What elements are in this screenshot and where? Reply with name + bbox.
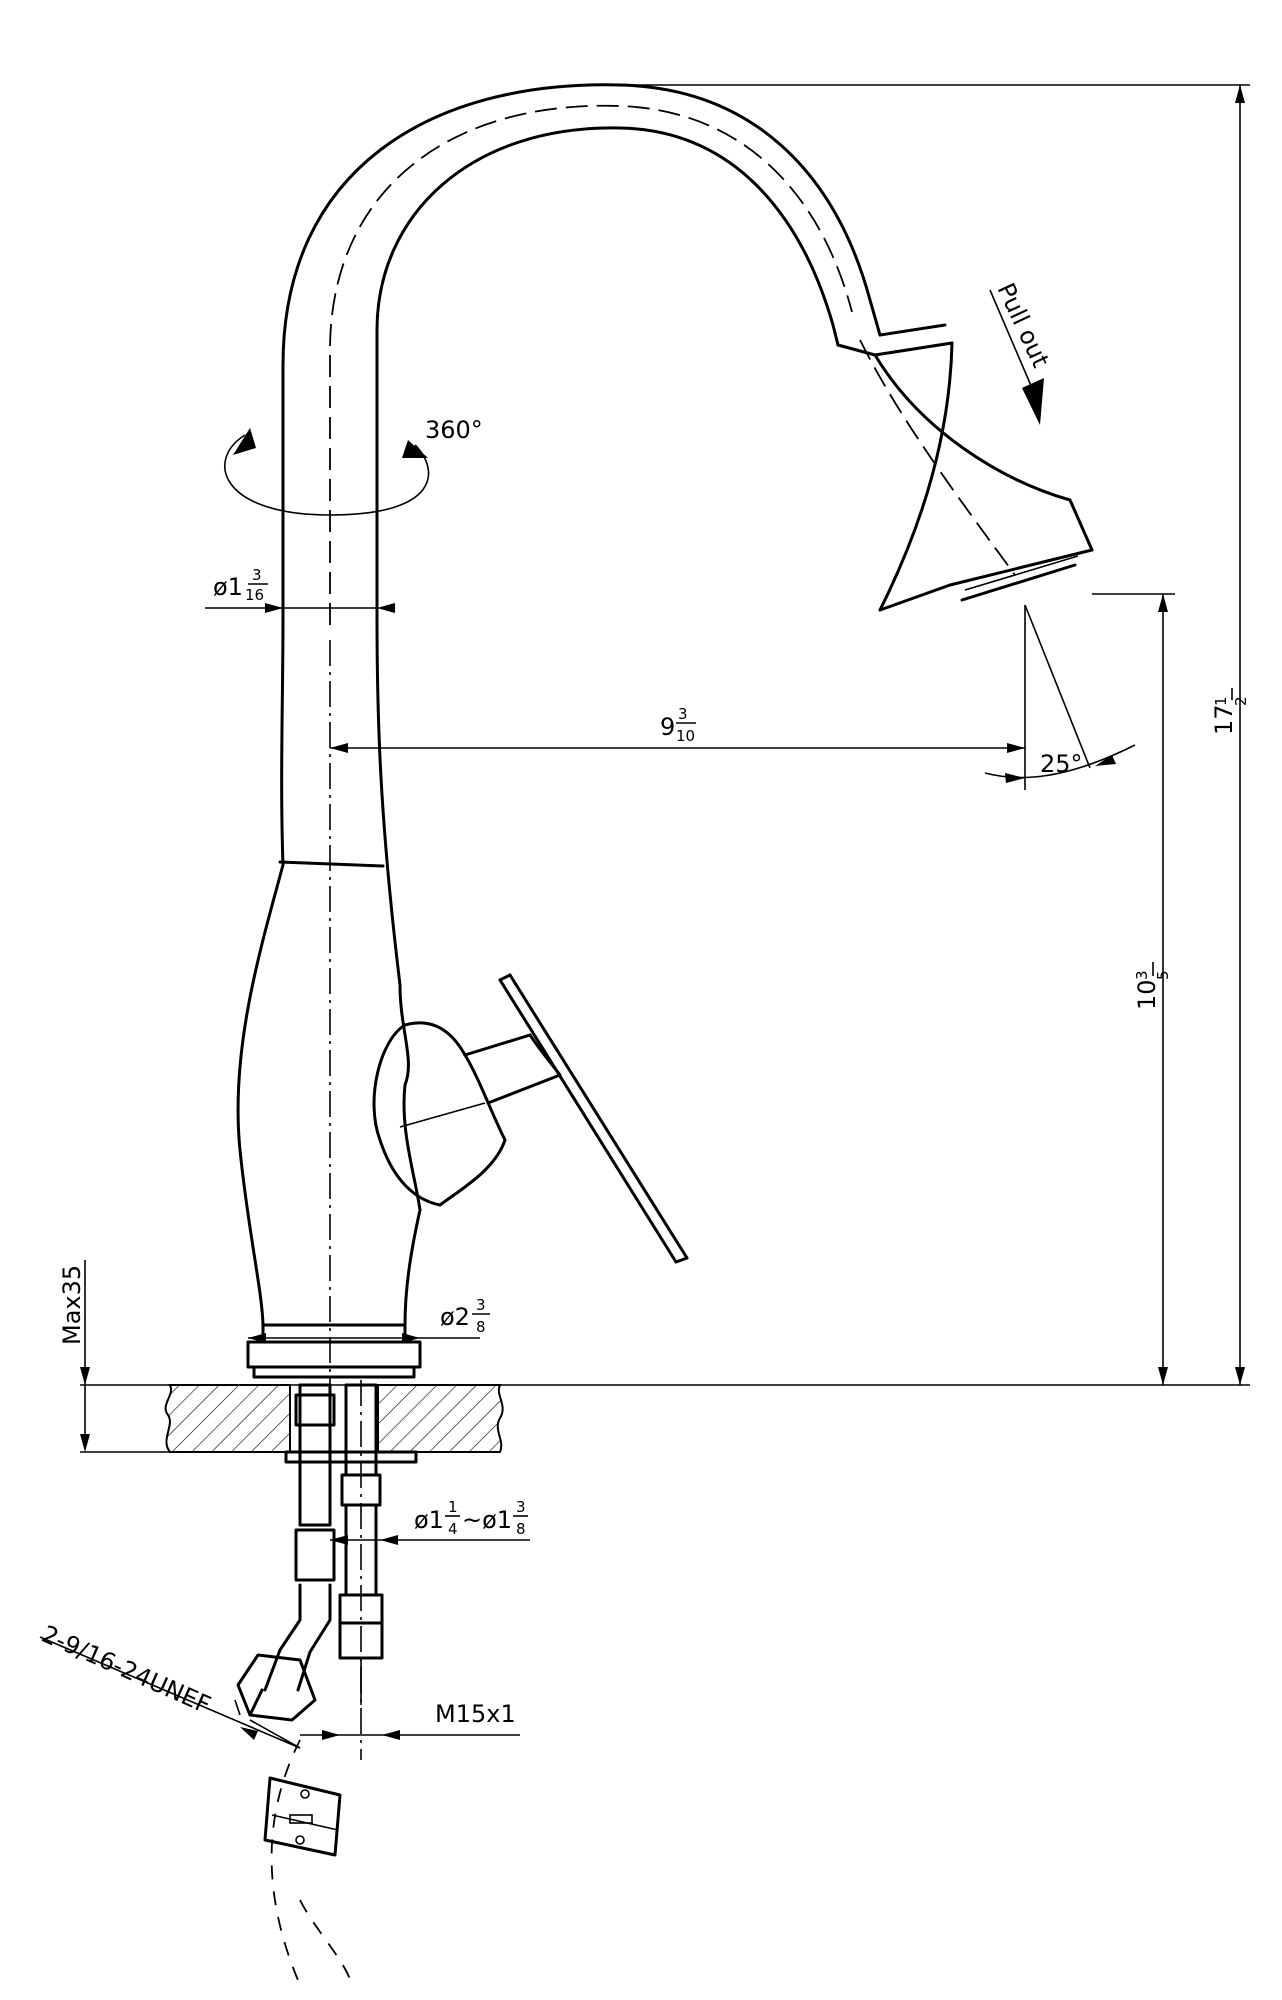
- hose-connector-clip: [263, 1739, 353, 1986]
- faucet-body: [236, 614, 422, 1390]
- hole-diameter-num2: 3: [516, 1498, 526, 1516]
- pull-out-arrow: [1022, 378, 1044, 425]
- total-height-prefix: 17: [1210, 704, 1238, 735]
- spout: [281, 83, 882, 625]
- pipe-thread-label: M15x1: [435, 1700, 516, 1728]
- base-diameter-dimension: ø2 3 8: [248, 1296, 490, 1343]
- pull-out-indicator: Pull out: [989, 279, 1055, 425]
- max-thickness-dimension: Max35: [58, 1260, 90, 1452]
- spout-height-dimension: 10 3 5: [1092, 593, 1175, 1385]
- pull-out-label: Pull out: [992, 279, 1055, 372]
- spray-angle-dimension: 25°: [984, 604, 1136, 790]
- total-height-dimension: 17 1 2: [620, 84, 1250, 1385]
- reach-dimension: 9 3 10: [330, 705, 1025, 753]
- rotation-label: 360°: [425, 416, 483, 444]
- hole-diameter-prefix: ø1: [414, 1506, 444, 1534]
- spray-head: [836, 323, 1094, 612]
- spout-height-prefix: 10: [1133, 979, 1161, 1010]
- reach-num: 3: [678, 705, 688, 723]
- reach-den: 10: [676, 727, 695, 745]
- reach-prefix: 9: [660, 713, 675, 741]
- hole-diameter-num1: 1: [448, 1498, 458, 1516]
- max-thickness-label: Max35: [58, 1265, 86, 1345]
- total-height-den: 2: [1232, 696, 1250, 706]
- rotation-indicator: 360°: [224, 416, 483, 516]
- countertop-section: [80, 1384, 1250, 1453]
- pipe-thread-dimension: M15x1: [300, 1700, 520, 1740]
- rotation-arrow-right: [402, 440, 428, 458]
- spout-height-den: 5: [1154, 970, 1172, 980]
- rotation-arrow-left: [233, 428, 256, 455]
- base-diameter-den: 8: [476, 1318, 486, 1336]
- spout-diameter-num: 3: [252, 566, 262, 584]
- base-diameter-prefix: ø2: [440, 1303, 470, 1331]
- total-height-num: 1: [1212, 696, 1230, 706]
- hole-diameter-dimension: ø1 1 4 ~ø1 3 8: [330, 1498, 530, 1545]
- hole-diameter-mid: ~ø1: [462, 1506, 512, 1534]
- spout-height-num: 3: [1133, 970, 1151, 980]
- spout-diameter-prefix: ø1: [213, 573, 243, 601]
- faucet-base: [246, 1323, 422, 1379]
- hole-diameter-den2: 8: [516, 1520, 526, 1538]
- hose-thread-dimension: 2-9/16-24UNEF: [38, 1620, 301, 1749]
- lever-handle: [372, 973, 689, 1264]
- hole-diameter-den1: 4: [448, 1520, 458, 1538]
- base-diameter-num: 3: [476, 1296, 486, 1314]
- spout-diameter-dimension: ø1 3 16: [205, 566, 395, 613]
- spray-angle-label: 25°: [1040, 750, 1083, 778]
- spout-diameter-den: 16: [245, 586, 264, 604]
- supply-hoses: [236, 1380, 418, 1760]
- hose-thread-label: 2-9/16-24UNEF: [38, 1620, 215, 1719]
